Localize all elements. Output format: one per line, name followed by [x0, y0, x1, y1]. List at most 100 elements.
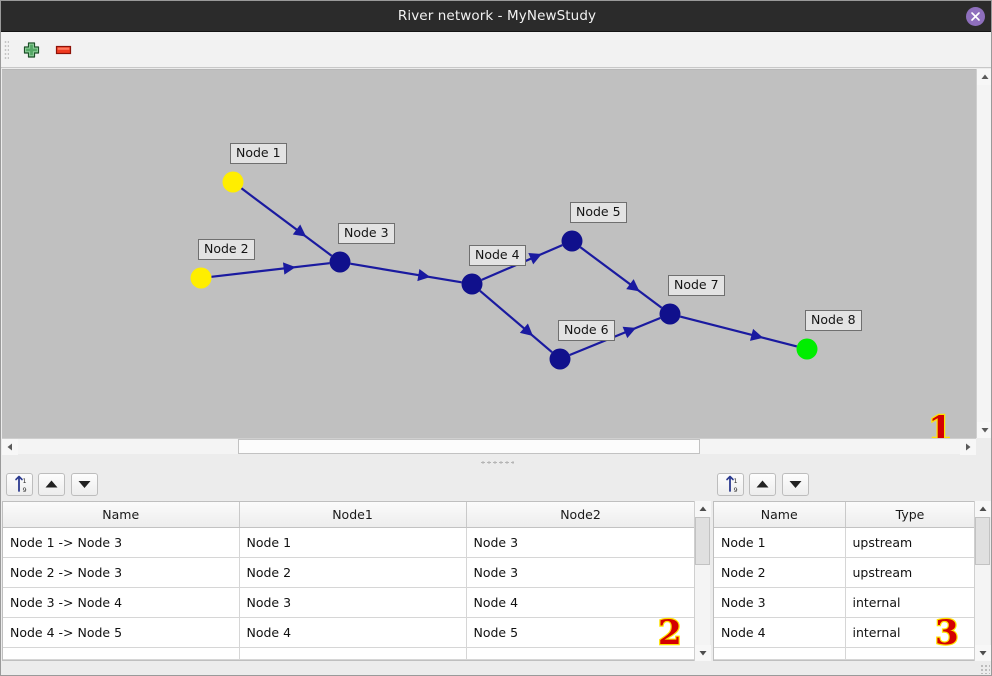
table-cell[interactable] — [845, 647, 976, 660]
edge-line[interactable] — [479, 289, 553, 354]
scroll-left-icon[interactable] — [2, 439, 18, 455]
graph-vertical-scrollbar[interactable] — [976, 69, 991, 438]
table-cell[interactable]: Node 4 -> Node 5 — [3, 617, 240, 648]
table-cell[interactable]: Node 5 — [466, 617, 696, 648]
column-header[interactable]: Name — [714, 502, 846, 528]
table-cell[interactable]: Node 2 -> Node 3 — [3, 557, 240, 588]
move-down-button[interactable] — [782, 473, 809, 496]
scroll-down-icon[interactable] — [695, 645, 711, 661]
edge-line[interactable] — [350, 262, 462, 284]
table-cell[interactable]: Node 3 — [466, 557, 696, 588]
scroll-down-icon[interactable] — [977, 422, 991, 438]
scroll-up-icon[interactable] — [975, 501, 991, 517]
table-cell[interactable] — [239, 647, 467, 660]
minus-icon — [55, 45, 72, 55]
graph-node-label[interactable]: Node 3 — [338, 223, 395, 244]
graph-node-label[interactable]: Node 1 — [230, 143, 287, 164]
table-cell[interactable]: Node 4 — [714, 617, 846, 648]
graph-node[interactable] — [659, 303, 681, 325]
table-cell[interactable] — [714, 647, 846, 660]
table-cell[interactable]: Node 3 — [466, 527, 696, 558]
table-cell[interactable]: Node 4 — [466, 587, 696, 618]
sort-ascending-icon: 1 9 — [15, 475, 27, 494]
remove-button[interactable] — [51, 38, 77, 62]
graph-node[interactable] — [796, 338, 818, 360]
column-header[interactable]: Name — [3, 502, 240, 528]
graph-node-label[interactable]: Node 5 — [570, 202, 627, 223]
table-row[interactable] — [714, 647, 976, 660]
table-cell[interactable]: Node 3 — [239, 587, 467, 618]
scroll-up-icon[interactable] — [977, 69, 991, 85]
graph-node-label[interactable]: Node 2 — [198, 239, 255, 260]
graph-node[interactable] — [549, 348, 571, 370]
table-cell[interactable]: upstream — [845, 557, 976, 588]
graph-node-label[interactable]: Node 6 — [558, 320, 615, 341]
graph-node-label[interactable]: Node 8 — [805, 310, 862, 331]
svg-text:1: 1 — [23, 477, 27, 485]
graph-node[interactable] — [561, 230, 583, 252]
table-cell[interactable]: Node 2 — [239, 557, 467, 588]
table-cell[interactable]: Node 1 — [714, 527, 846, 558]
table-cell[interactable]: Node 2 — [714, 557, 846, 588]
toolbar-grip[interactable] — [4, 40, 9, 60]
panel-splitter[interactable] — [2, 456, 991, 468]
edge-line[interactable] — [679, 315, 798, 348]
graph-node[interactable] — [190, 267, 212, 289]
sort-button[interactable]: 1 9 — [6, 473, 33, 496]
sort-button[interactable]: 1 9 — [717, 473, 744, 496]
table-cell[interactable] — [3, 647, 240, 660]
graph-node[interactable] — [461, 273, 483, 295]
table-cell[interactable] — [466, 647, 696, 660]
move-down-button[interactable] — [71, 473, 98, 496]
edge-line[interactable] — [240, 187, 333, 257]
edge-arrow-icon — [749, 328, 764, 341]
add-button[interactable] — [19, 38, 45, 62]
table-row[interactable] — [3, 647, 696, 660]
table-cell[interactable]: Node 1 — [239, 527, 467, 558]
annotation-marker-3: 3 — [934, 613, 960, 653]
river-network-canvas[interactable]: Node 1 Node 2 Node 3 Node 4 Node 5 Node 6 Node… — [2, 69, 976, 454]
edge-line[interactable] — [579, 246, 663, 309]
scroll-up-icon[interactable] — [695, 501, 711, 517]
resize-grip-icon[interactable] — [980, 664, 990, 674]
close-icon[interactable] — [966, 7, 985, 26]
table-cell[interactable]: Node 1 -> Node 3 — [3, 527, 240, 558]
table-cell[interactable]: internal — [845, 617, 976, 648]
scroll-down-icon[interactable] — [975, 645, 991, 661]
edges-scroll-thumb[interactable] — [695, 517, 710, 565]
column-header[interactable]: Node2 — [466, 502, 696, 528]
move-up-button[interactable] — [38, 473, 65, 496]
column-header[interactable]: Node1 — [239, 502, 467, 528]
table-cell[interactable]: Node 4 — [239, 617, 467, 648]
edge-line[interactable] — [211, 262, 330, 278]
window-title: River network - MyNewStudy — [397, 8, 597, 24]
graph-node[interactable] — [222, 171, 244, 193]
table-cell[interactable]: Node 3 — [714, 587, 846, 618]
move-up-button[interactable] — [749, 473, 776, 496]
graph-node-label[interactable]: Node 7 — [668, 275, 725, 296]
triangle-down-icon — [789, 481, 802, 488]
splitter-grip-icon — [480, 461, 514, 464]
svg-text:9: 9 — [23, 486, 27, 494]
edge-line[interactable] — [569, 316, 661, 357]
table-cell[interactable]: Node 3 -> Node 4 — [3, 587, 240, 618]
graph-hscroll-thumb[interactable] — [238, 439, 700, 454]
column-header[interactable]: Type — [845, 502, 976, 528]
graph-node-label[interactable]: Node 4 — [469, 245, 526, 266]
table-cell[interactable]: upstream — [845, 527, 976, 558]
nodes-scroll-thumb[interactable] — [975, 517, 990, 565]
edges-table-scrollbar[interactable] — [694, 501, 711, 661]
graph-node[interactable] — [329, 251, 351, 273]
graph-horizontal-scrollbar[interactable] — [2, 438, 976, 455]
scroll-right-icon[interactable] — [960, 439, 976, 455]
nodes-table-scrollbar[interactable] — [974, 501, 991, 661]
